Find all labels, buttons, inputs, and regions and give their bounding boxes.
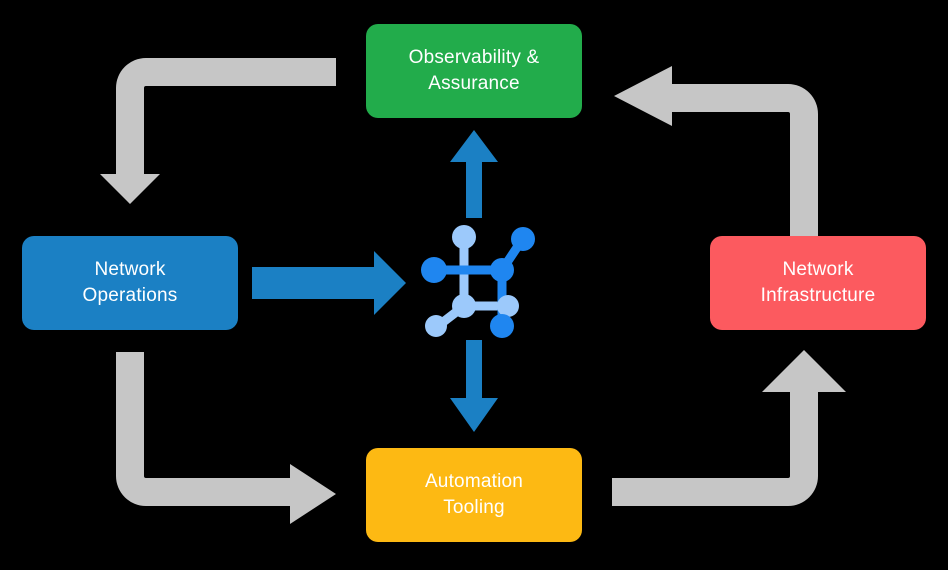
node-box-network-operations[interactable]: Network Operations (22, 236, 238, 330)
arrow-center-to-observability (450, 130, 498, 218)
topology-nodes-primary (421, 227, 535, 338)
node-box-network-infrastructure[interactable]: Network Infrastructure (710, 236, 926, 330)
arrow-observability-to-operations (100, 58, 336, 204)
arrow-operations-to-automation (116, 352, 336, 524)
node-box-automation-tooling[interactable]: Automation Tooling (366, 448, 582, 542)
arrow-infrastructure-to-observability (614, 66, 818, 240)
arrow-automation-to-infrastructure (612, 350, 846, 506)
topology-nodes-secondary (425, 225, 519, 337)
arrow-operations-to-center (252, 251, 406, 315)
arrow-center-to-automation (450, 340, 498, 432)
network-topology-icon (421, 225, 535, 338)
node-box-observability[interactable]: Observability & Assurance (366, 24, 582, 118)
